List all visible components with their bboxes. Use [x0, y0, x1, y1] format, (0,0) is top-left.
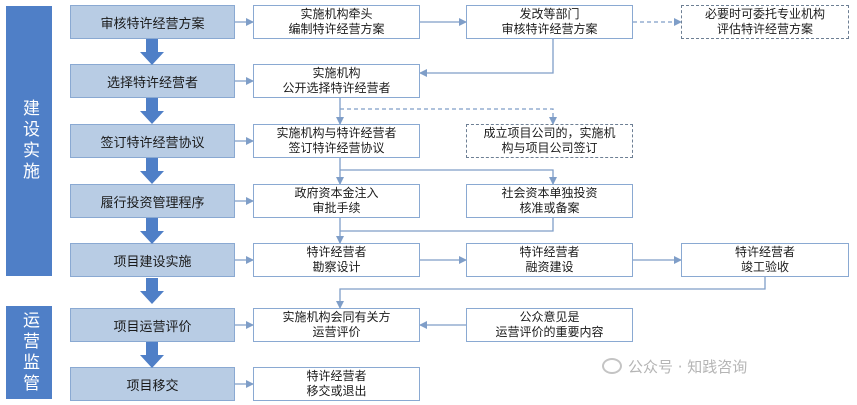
- box-r7a: 特许经营者 移交或退出: [253, 367, 420, 401]
- box-r2a-line1: 实施机构: [312, 66, 361, 80]
- down-arrow-5: [140, 278, 164, 304]
- box-r5b: 特许经营者 融资建设: [466, 243, 633, 277]
- watermark-text: 公众号 · 知践咨询: [628, 357, 748, 376]
- box-r1c: 必要时可委托专业机构 评估特许经营方案: [681, 5, 849, 39]
- step-review-plan: 审核特许经营方案: [70, 5, 235, 39]
- down-arrow-4: [140, 218, 164, 244]
- connector-r2a-r3b: [340, 108, 557, 125]
- box-r5c: 特许经营者 竣工验收: [681, 243, 849, 277]
- box-r1a-line2: 编制特许经营方案: [288, 22, 385, 36]
- box-r4a-line2: 审批手续: [312, 201, 361, 215]
- box-r3b: 成立项目公司的，实施机 构与项目公司签订: [466, 124, 633, 158]
- box-r5b-line1: 特许经营者: [519, 245, 580, 259]
- box-r5c-line1: 特许经营者: [734, 245, 795, 259]
- box-r1b-line2: 审核特许经营方案: [501, 22, 598, 36]
- box-r4b: 社会资本单独投资 核准或备案: [466, 184, 633, 218]
- box-r3a-line1: 实施机构与特许经营者: [276, 126, 397, 140]
- box-r1c-line2: 评估特许经营方案: [716, 22, 813, 36]
- box-r4b-line1: 社会资本单独投资: [501, 186, 598, 200]
- box-r1b: 发改等部门 审核特许经营方案: [466, 5, 633, 39]
- box-r3b-line2: 构与项目公司签订: [501, 141, 598, 155]
- box-r1b-line1: 发改等部门: [519, 7, 580, 21]
- box-r7a-line2: 移交或退出: [306, 384, 367, 398]
- phase-construction-label: 建设实施: [19, 99, 39, 183]
- down-arrow-1: [140, 39, 164, 65]
- step-construction: 项目建设实施: [70, 243, 235, 277]
- box-r6a-line2: 运营评价: [312, 325, 361, 339]
- box-r4b-line2: 核准或备案: [519, 201, 580, 215]
- box-r3a: 实施机构与特许经营者 签订特许经营协议: [253, 124, 420, 158]
- down-arrow-6: [140, 342, 164, 368]
- box-r4a-line1: 政府资本金注入: [294, 186, 379, 200]
- phase-operation: 运营监管: [6, 306, 52, 399]
- box-r5a-line2: 勘察设计: [312, 260, 361, 274]
- step-investment-procedure: 履行投资管理程序: [70, 184, 235, 218]
- connector-r1b-r2a: [419, 39, 554, 77]
- box-r6b-line2: 运营评价的重要内容: [495, 325, 604, 339]
- down-arrow-3: [140, 158, 164, 184]
- box-r5c-line2: 竣工验收: [740, 260, 789, 274]
- box-r5b-line2: 融资建设: [525, 260, 574, 274]
- box-r1c-line1: 必要时可委托专业机构: [704, 7, 825, 21]
- box-r5a-line1: 特许经营者: [306, 245, 367, 259]
- wechat-logo-icon: [602, 358, 622, 374]
- box-r7a-line1: 特许经营者: [306, 369, 367, 383]
- connector-r3a-r4b: [340, 169, 557, 185]
- step-handover: 项目移交: [70, 367, 235, 401]
- box-r3a-line2: 签订特许经营协议: [288, 141, 385, 155]
- step-operation-evaluation: 项目运营评价: [70, 308, 235, 342]
- box-r1a-line1: 实施机构牵头: [300, 7, 373, 21]
- phase-operation-label: 运营监管: [19, 310, 39, 395]
- phase-construction: 建设实施: [6, 6, 52, 276]
- box-r6a-line1: 实施机构会同有关方: [282, 310, 391, 324]
- box-r5a: 特许经营者 勘察设计: [253, 243, 420, 277]
- box-r4a: 政府资本金注入 审批手续: [253, 184, 420, 218]
- box-r2a-line2: 公开选择特许经营者: [282, 81, 391, 95]
- box-r2a: 实施机构 公开选择特许经营者: [253, 64, 420, 98]
- box-r1a: 实施机构牵头 编制特许经营方案: [253, 5, 420, 39]
- step-sign-agreement: 签订特许经营协议: [70, 124, 235, 158]
- connector-r4b-r5a: [340, 218, 554, 232]
- down-arrow-2: [140, 98, 164, 124]
- box-r3b-line1: 成立项目公司的，实施机: [483, 126, 616, 140]
- watermark: 公众号 · 知践咨询: [602, 354, 827, 378]
- box-r6b-line1: 公众意见是: [519, 310, 580, 324]
- step-select-operator: 选择特许经营者: [70, 64, 235, 98]
- connector-r5c-r6a: [336, 277, 766, 309]
- box-r6a: 实施机构会同有关方 运营评价: [253, 308, 420, 342]
- box-r6b: 公众意见是 运营评价的重要内容: [466, 308, 633, 342]
